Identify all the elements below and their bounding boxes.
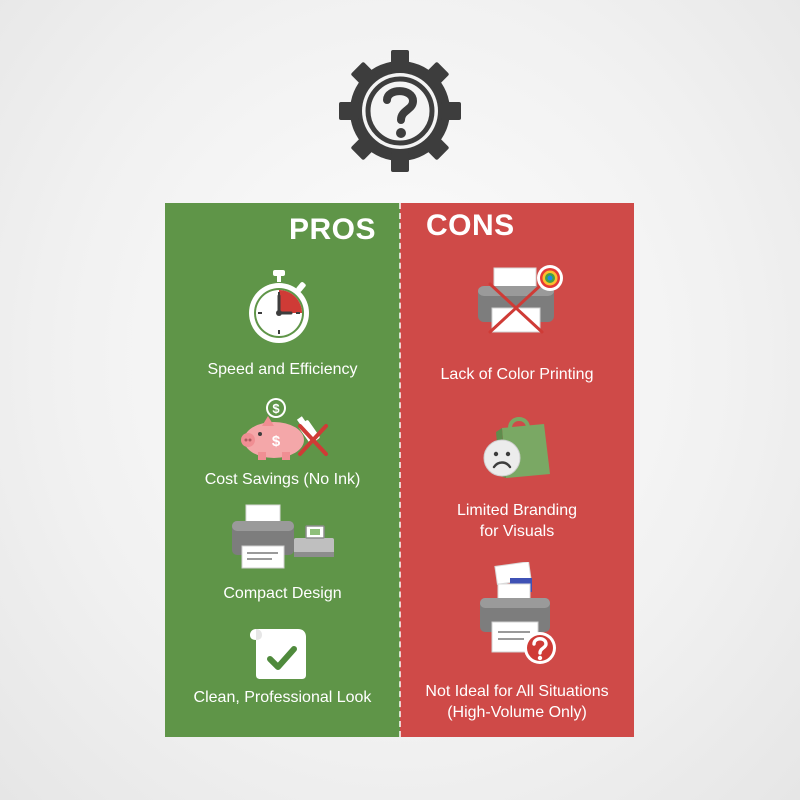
stopwatch-icon bbox=[249, 270, 309, 343]
cons-item-label: Limited Branding bbox=[456, 502, 578, 519]
cons-item-label: for Visuals bbox=[479, 523, 555, 540]
sad-shopping-bag-icon bbox=[483, 417, 550, 478]
receipt-check-icon bbox=[250, 629, 306, 679]
gear-question-icon bbox=[339, 50, 461, 172]
compact-printer-icon bbox=[232, 504, 334, 569]
cons-item-label: Not Ideal for All Situations bbox=[425, 683, 609, 700]
pros-item-label: Speed and Efficiency bbox=[207, 361, 358, 378]
printer-question-icon bbox=[480, 562, 556, 664]
pros-heading: PROS bbox=[289, 213, 377, 246]
pros-item-label: Clean, Professional Look bbox=[193, 689, 372, 706]
no-color-printer-icon bbox=[478, 265, 563, 334]
cons-heading: CONS bbox=[426, 209, 515, 242]
piggy-bank-icon: $ $ bbox=[241, 398, 328, 460]
cons-item-label: (High-Volume Only) bbox=[447, 704, 587, 721]
cons-item-label: Lack of Color Printing bbox=[440, 366, 594, 383]
panel-divider bbox=[399, 203, 401, 737]
pros-item-label: Cost Savings (No Ink) bbox=[204, 471, 361, 488]
pros-item-label: Compact Design bbox=[223, 585, 342, 602]
svg-text:$: $ bbox=[272, 433, 281, 450]
svg-text:$: $ bbox=[272, 401, 280, 416]
